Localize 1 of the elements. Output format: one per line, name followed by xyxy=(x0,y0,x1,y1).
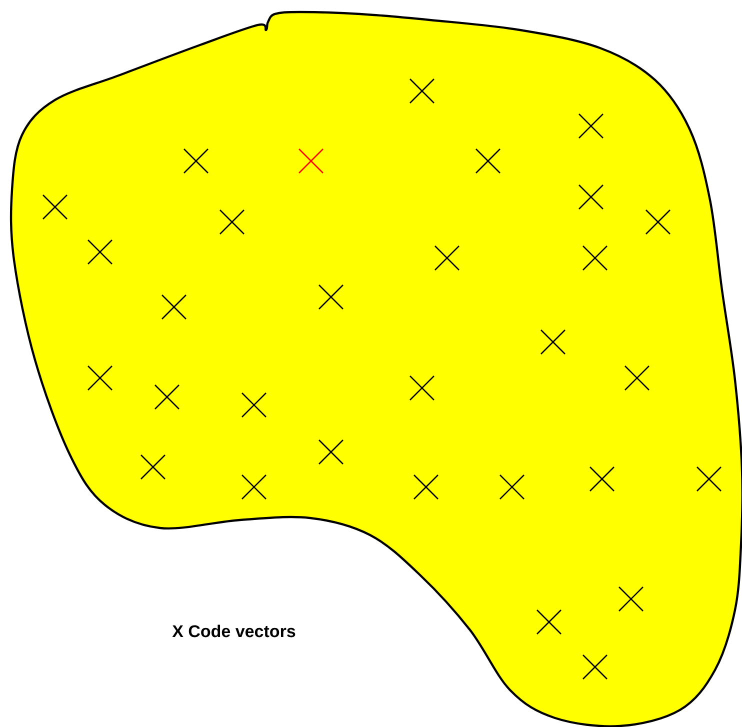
region-label: X Code vectors xyxy=(172,624,296,638)
